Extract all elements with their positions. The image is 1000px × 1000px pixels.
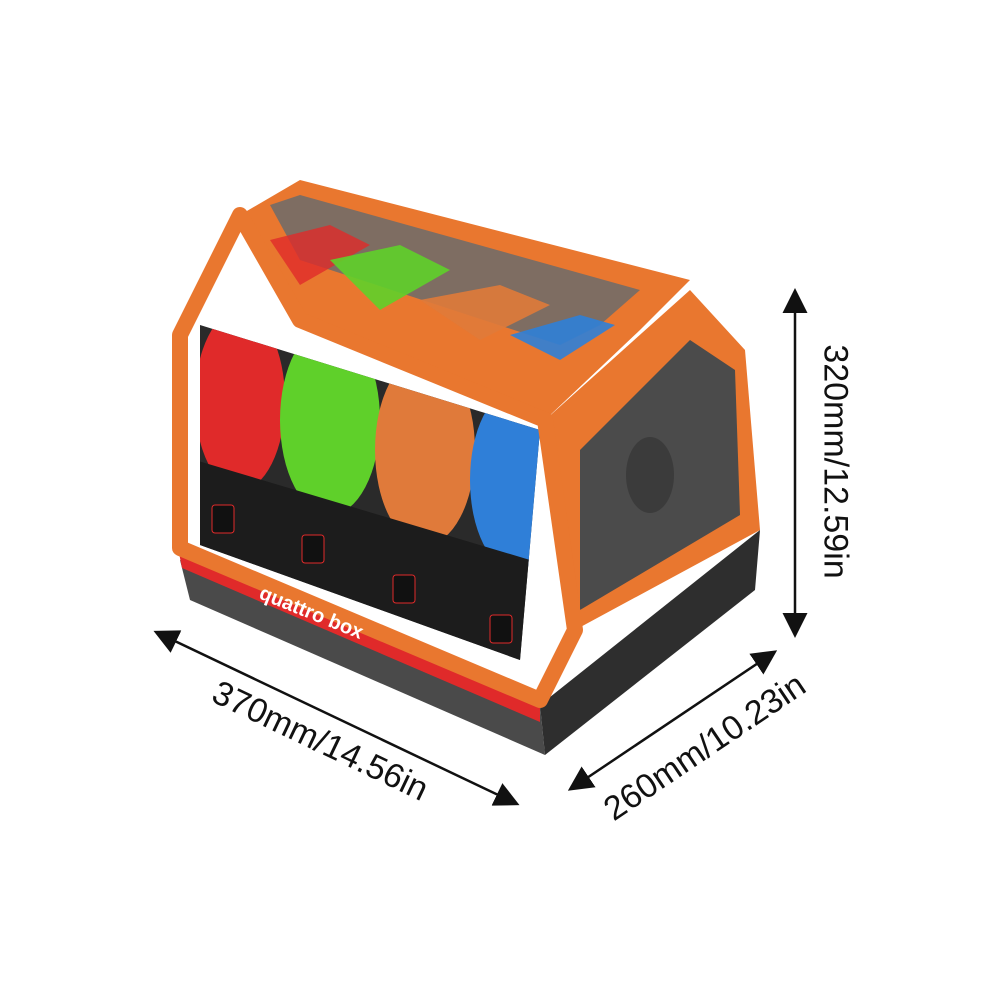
- feed-buttons: [211, 504, 513, 644]
- spindle-hub: [626, 437, 674, 513]
- front-frame: [172, 207, 583, 708]
- side-panel: [545, 290, 760, 630]
- roller-tray: [200, 460, 530, 660]
- top-window: [240, 180, 690, 420]
- spool-orange: [375, 355, 475, 545]
- depth-arrow: [567, 650, 778, 791]
- height-label: 320mm/12.59in: [816, 344, 855, 579]
- spool-red: [200, 325, 285, 490]
- width-arrow: [153, 630, 520, 806]
